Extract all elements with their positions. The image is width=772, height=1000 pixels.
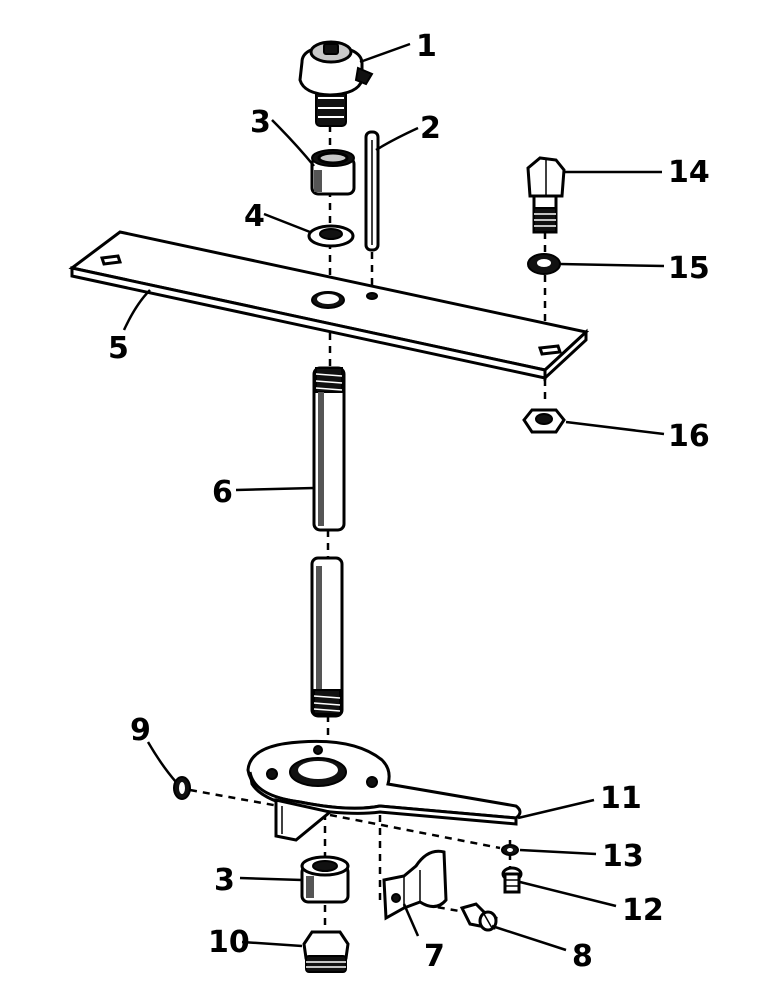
callout-2: 2 bbox=[420, 111, 441, 146]
callout-14: 14 bbox=[668, 155, 710, 190]
part-1-cap bbox=[298, 40, 374, 127]
callout-6: 6 bbox=[212, 475, 233, 510]
callout-12: 12 bbox=[622, 893, 664, 928]
callout-3-lower: 3 bbox=[214, 863, 235, 898]
callout-4: 4 bbox=[244, 199, 265, 234]
leader-lines bbox=[122, 42, 665, 952]
part-16-nut bbox=[522, 408, 566, 434]
part-14-bolt bbox=[526, 156, 566, 234]
part-8-screw bbox=[459, 902, 498, 932]
part-2-rod bbox=[364, 130, 380, 252]
callout-11: 11 bbox=[600, 781, 642, 816]
part-15-lock-washer bbox=[527, 253, 561, 275]
callouts: 1 2 3 4 5 6 7 8 9 10 11 12 13 14 15 16 3 bbox=[108, 29, 710, 974]
part-3-bushing-upper bbox=[310, 149, 356, 196]
callout-1: 1 bbox=[416, 29, 437, 64]
part-6-shaft bbox=[310, 366, 346, 718]
callout-13: 13 bbox=[602, 839, 644, 874]
callout-9: 9 bbox=[130, 713, 151, 748]
callout-8: 8 bbox=[572, 939, 593, 974]
callout-5: 5 bbox=[108, 331, 129, 366]
part-12-small-bolt bbox=[501, 866, 523, 894]
part-10-plug bbox=[302, 930, 350, 973]
part-7-clip bbox=[382, 849, 448, 921]
part-13-small-washer bbox=[501, 844, 519, 856]
part-3-bushing-lower bbox=[300, 855, 350, 904]
callout-10: 10 bbox=[208, 925, 250, 960]
part-5-plate bbox=[68, 230, 590, 382]
part-4-washer bbox=[307, 224, 355, 248]
part-9-small-nut bbox=[173, 776, 191, 800]
callout-7: 7 bbox=[424, 939, 445, 974]
part-11-lever bbox=[246, 739, 522, 842]
callout-16: 16 bbox=[668, 419, 710, 454]
callout-15: 15 bbox=[668, 251, 710, 286]
callout-3-upper: 3 bbox=[250, 105, 271, 140]
